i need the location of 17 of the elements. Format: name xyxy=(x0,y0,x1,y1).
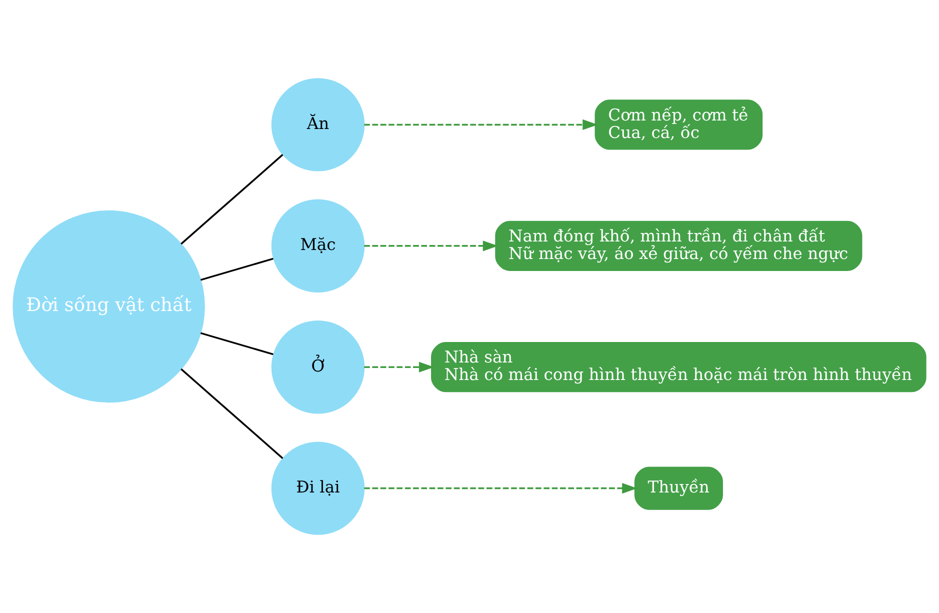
arrow xyxy=(364,240,498,252)
node-circle: Ở xyxy=(271,320,365,414)
connector xyxy=(200,332,274,356)
node-circle: Đời sống vật chất xyxy=(12,210,205,403)
node-circle: Ăn xyxy=(271,78,365,172)
arrow xyxy=(364,362,434,372)
arrow xyxy=(364,483,638,494)
node-box: Nam đóng khố, mình trần, đi chân đất Nữ mặc váy, áo xẻ giữa, có yếm che ngực xyxy=(495,220,862,271)
node-box: Thuyền xyxy=(634,466,723,510)
node-circle: Đi lại xyxy=(271,442,365,535)
connector xyxy=(200,258,274,281)
connector xyxy=(180,154,284,245)
connector xyxy=(180,368,284,459)
node-circle: Mặc xyxy=(271,199,365,293)
node-box: Nhà sàn Nhà có mái cong hình thuyền hoặc mái tròn hình thuyền xyxy=(431,342,926,392)
node-box: Cơm nếp, cơm tẻ Cua, cá, ốc xyxy=(594,100,763,150)
arrow xyxy=(364,119,598,130)
